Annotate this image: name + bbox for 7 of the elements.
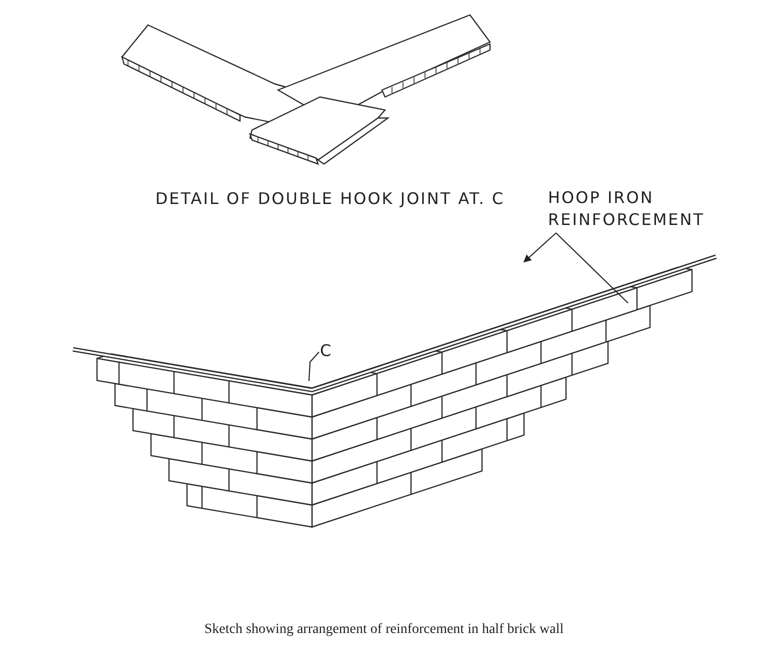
leader-line (523, 232, 556, 263)
detail-caption: DETAIL OF DOUBLE HOOK JOINT AT. C (154, 188, 506, 210)
leader-line (556, 232, 628, 304)
leader-line (308, 352, 320, 382)
figure-caption: Sketch showing arrangement of reinforcement in half brick wall (203, 622, 565, 638)
callout-letter: C (320, 342, 336, 360)
part-label: HOOP IRON REINFORCEMENT (548, 187, 753, 231)
